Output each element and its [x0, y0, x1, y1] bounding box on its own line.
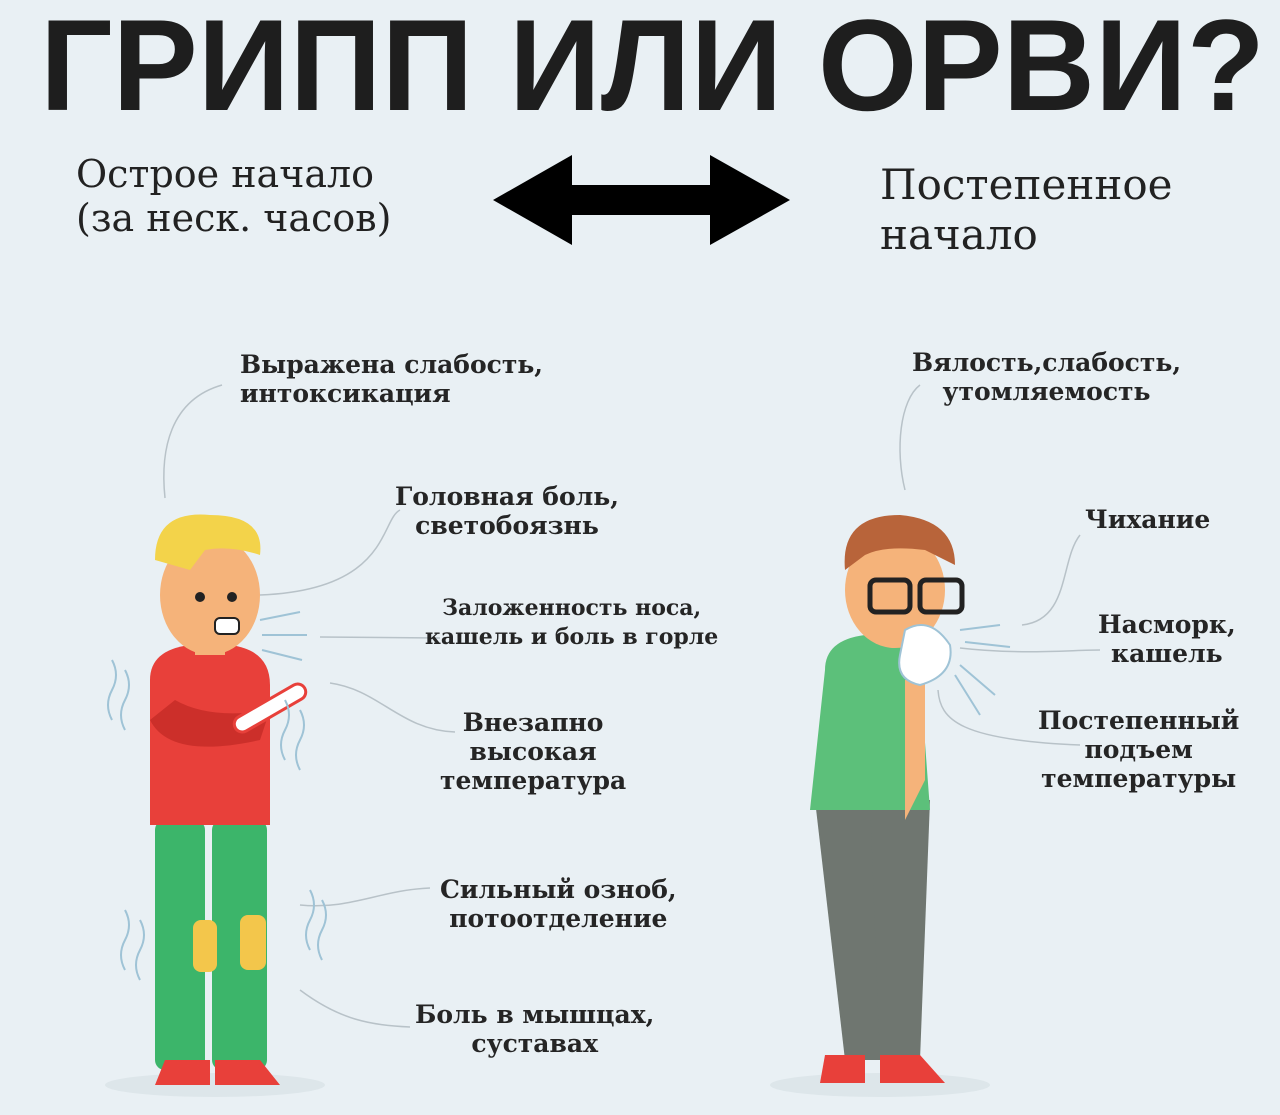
symptom-line: Насморк, [1098, 610, 1236, 639]
arvi-symptom-gradual-fever: Постепенный подъем температуры [1038, 706, 1239, 793]
symptom-line: кашель и боль в горле [425, 624, 719, 650]
symptom-line: Выражена слабость, [240, 350, 544, 379]
symptom-line: Заложенность носа, [442, 595, 702, 621]
symptom-line: Головная боль, [395, 482, 619, 511]
flu-symptom-muscle-pain: Боль в мышцах, суставах [415, 1000, 654, 1058]
right-onset: Постепенное начало [880, 160, 1173, 260]
symptom-line: утомляемость [942, 377, 1151, 406]
flu-symptom-weakness: Выражена слабость, интоксикация [240, 350, 543, 408]
symptom-line: Постепенный [1038, 706, 1240, 735]
symptom-line: высокая [469, 737, 597, 766]
flu-symptom-fever: Внезапно высокая температура [440, 708, 626, 795]
flu-symptom-nasal: Заложенность носа, кашель и боль в горле [425, 594, 718, 652]
symptom-line: Боль в мышцах, [415, 1000, 655, 1029]
connector-lines-right [899, 384, 1101, 746]
symptom-line: суставах [471, 1029, 598, 1058]
symptom-line: температуры [1041, 764, 1237, 793]
left-onset-line2: (за неск. часов) [76, 196, 392, 240]
flu-symptom-headache: Головная боль, светобоязнь [395, 482, 619, 540]
symptom-line: Чихание [1085, 505, 1211, 534]
double-arrow-icon [493, 155, 790, 245]
left-onset-line1: Острое начало [76, 152, 375, 196]
flu-symptom-chills: Сильный озноб, потоотделение [440, 875, 677, 933]
symptom-line: Внезапно [462, 708, 604, 737]
left-onset: Острое начало (за неск. часов) [76, 152, 391, 240]
arvi-symptom-runny-nose: Насморк, кашель [1098, 610, 1236, 668]
arvi-person-figure [770, 515, 1011, 1097]
symptom-line: Сильный озноб, [440, 875, 677, 904]
symptom-line: Вялость,слабость, [912, 348, 1182, 377]
symptom-line: светобоязнь [415, 511, 599, 540]
arvi-symptom-sneezing: Чихание [1085, 505, 1210, 534]
page-title: ГРИПП ИЛИ ОРВИ? [40, 0, 1265, 138]
arvi-symptom-lethargy: Вялость,слабость, утомляемость [912, 348, 1181, 406]
right-onset-line2: начало [880, 210, 1038, 259]
flu-person-figure [105, 514, 327, 1097]
symptom-line: потоотделение [449, 904, 668, 933]
right-onset-line1: Постепенное [880, 160, 1173, 209]
symptom-line: интоксикация [240, 379, 451, 408]
symptom-line: подъем [1084, 735, 1193, 764]
connector-lines-left [163, 384, 456, 1028]
symptom-line: кашель [1111, 639, 1223, 668]
symptom-line: температура [440, 766, 627, 795]
